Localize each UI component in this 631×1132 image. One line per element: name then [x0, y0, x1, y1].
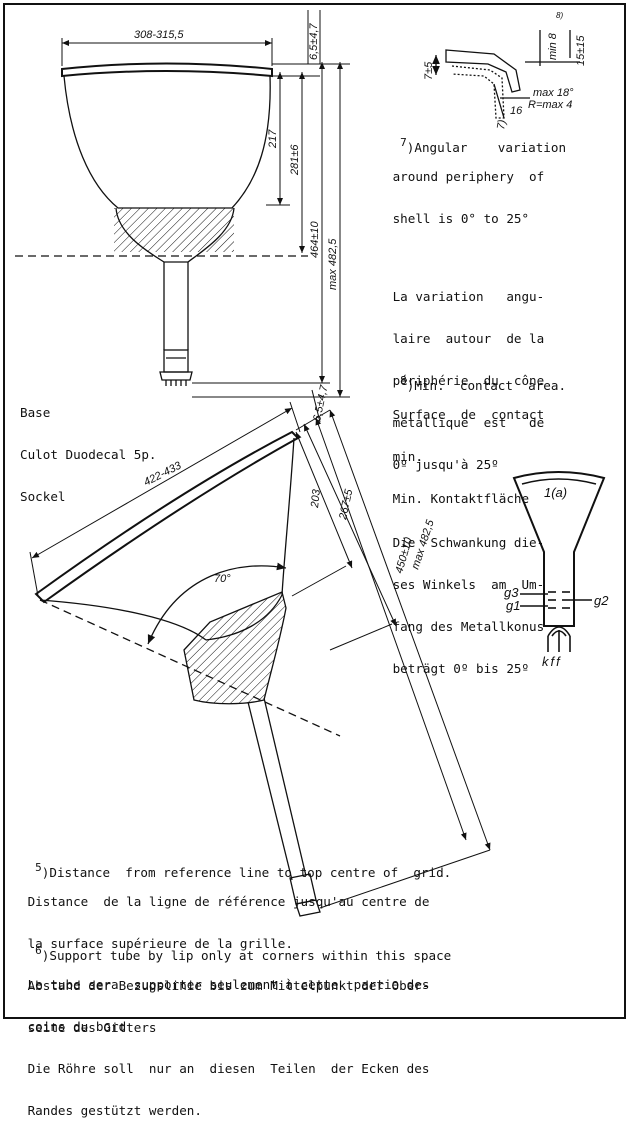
- front-view-dimensions: [61, 10, 350, 398]
- note-6-line-4: Randes gestützt werden.: [20, 1103, 202, 1118]
- note-7-de-3: beträgt 0º bis 25º: [385, 661, 530, 676]
- pin-label-g3: g3: [504, 585, 519, 600]
- dim-70deg: 70°: [214, 573, 231, 585]
- note-7-fr-1: laire autour de la: [385, 331, 545, 346]
- dim-lip-side: 6,5±4,7: [311, 383, 331, 422]
- note-8-line-3: Min. Kontaktfläche: [385, 491, 530, 506]
- pin-label-g2: g2: [594, 593, 609, 608]
- dim-width-top: 308-315,5: [134, 29, 184, 41]
- lip-detail: [432, 30, 580, 119]
- note-7-de-0: Die Schwankung die-: [385, 535, 545, 550]
- note-8-line-2: min.: [385, 449, 423, 464]
- detail-dim-max18: max 18°: [533, 87, 574, 99]
- note-5-line-2: la surface supérieure de la grille.: [20, 936, 293, 951]
- detail-dim-min8: min 8: [547, 32, 559, 60]
- dim-217: 217: [267, 129, 279, 149]
- tube-side-view: [34, 430, 341, 917]
- base-label-line-0: Base: [20, 405, 51, 420]
- note-5-line-3: Abstand der Bezugslinie bis zum Mittelpu…: [20, 978, 430, 993]
- dim-464: 464±10: [309, 220, 321, 258]
- note-7-de-2: fang des Metallkonus: [385, 619, 545, 634]
- note-6-line-2: coins du bord: [20, 1019, 127, 1034]
- base-label-line-2: Sockel: [20, 489, 66, 504]
- dim-203: 203: [309, 488, 323, 509]
- note-6-line-3: Die Röhre soll nur an diesen Teilen der …: [20, 1061, 430, 1076]
- detail-dim-min8-note: 8): [556, 11, 563, 20]
- detail-dim-7b: 7): [495, 118, 509, 130]
- note-7-fr-0: La variation angu-: [385, 289, 545, 304]
- note-8-line-0: )Min. contact area.: [406, 378, 567, 393]
- note-7-en-2: shell is 0° to 25°: [385, 211, 530, 226]
- note-8-line-1: Surface de contact: [385, 407, 545, 422]
- note-7-en-0: )Angular variation: [406, 140, 567, 155]
- note-6-marker: 6: [35, 944, 42, 957]
- note-6-line-1: Le tube sera supporter seulement à cette…: [20, 977, 430, 992]
- note-7-fr-3: métallique est de: [385, 415, 545, 430]
- pin-label-top: 1(a): [544, 485, 567, 500]
- side-view-dimensions: [29, 389, 491, 909]
- dim-267: 267±5: [337, 487, 355, 521]
- pin-diagram: [512, 471, 606, 652]
- note-6-line-0: )Support tube by lip only at corners wit…: [41, 948, 452, 963]
- tube-front-view: [15, 62, 308, 386]
- base-label: Base Culot Duodecal 5p. Sockel: [20, 378, 156, 518]
- detail-dim-15: 15±15: [575, 35, 587, 66]
- note-7-en-1: around periphery of: [385, 169, 545, 184]
- note-5-line-1: Distance de la ligne de référence jusqu'…: [20, 894, 430, 909]
- note-6: 6)Support tube by lip only at corners wi…: [20, 935, 452, 1132]
- pin-label-kff: kff: [542, 654, 562, 669]
- note-7-de-1: ses Winkels am Um-: [385, 577, 545, 592]
- dim-lip-top: 6,5±4,7: [308, 22, 320, 60]
- note-7-fr-4: 0º jusqu'à 25º: [385, 457, 499, 472]
- note-8: 8)Min. contact area. Surface de contact …: [385, 365, 566, 520]
- note-5-line-0: )Distance from reference line to top cen…: [41, 865, 452, 880]
- pin-label-g1: g1: [506, 598, 520, 613]
- note-5-marker: 5: [35, 861, 42, 874]
- base-label-line-1: Culot Duodecal 5p.: [20, 447, 157, 462]
- page-border: [3, 3, 626, 1019]
- dim-max-top: max 482,5: [327, 238, 339, 290]
- note-7-fr-2: périphérie du cône: [385, 373, 545, 388]
- detail-dim-7: 7±5: [423, 61, 435, 80]
- dim-281: 281±6: [289, 144, 301, 176]
- note-7: 7)Angular variation around periphery of …: [385, 127, 566, 690]
- detail-dim-R: R=max 4: [528, 99, 572, 111]
- note-8-marker: 8: [400, 374, 407, 387]
- detail-dim-16: 16: [510, 105, 523, 117]
- note-7-marker: 7: [400, 136, 407, 149]
- technical-drawing: 308-315,5 6,5±4,7 217 281±6 464±10 max 4…: [15, 10, 609, 917]
